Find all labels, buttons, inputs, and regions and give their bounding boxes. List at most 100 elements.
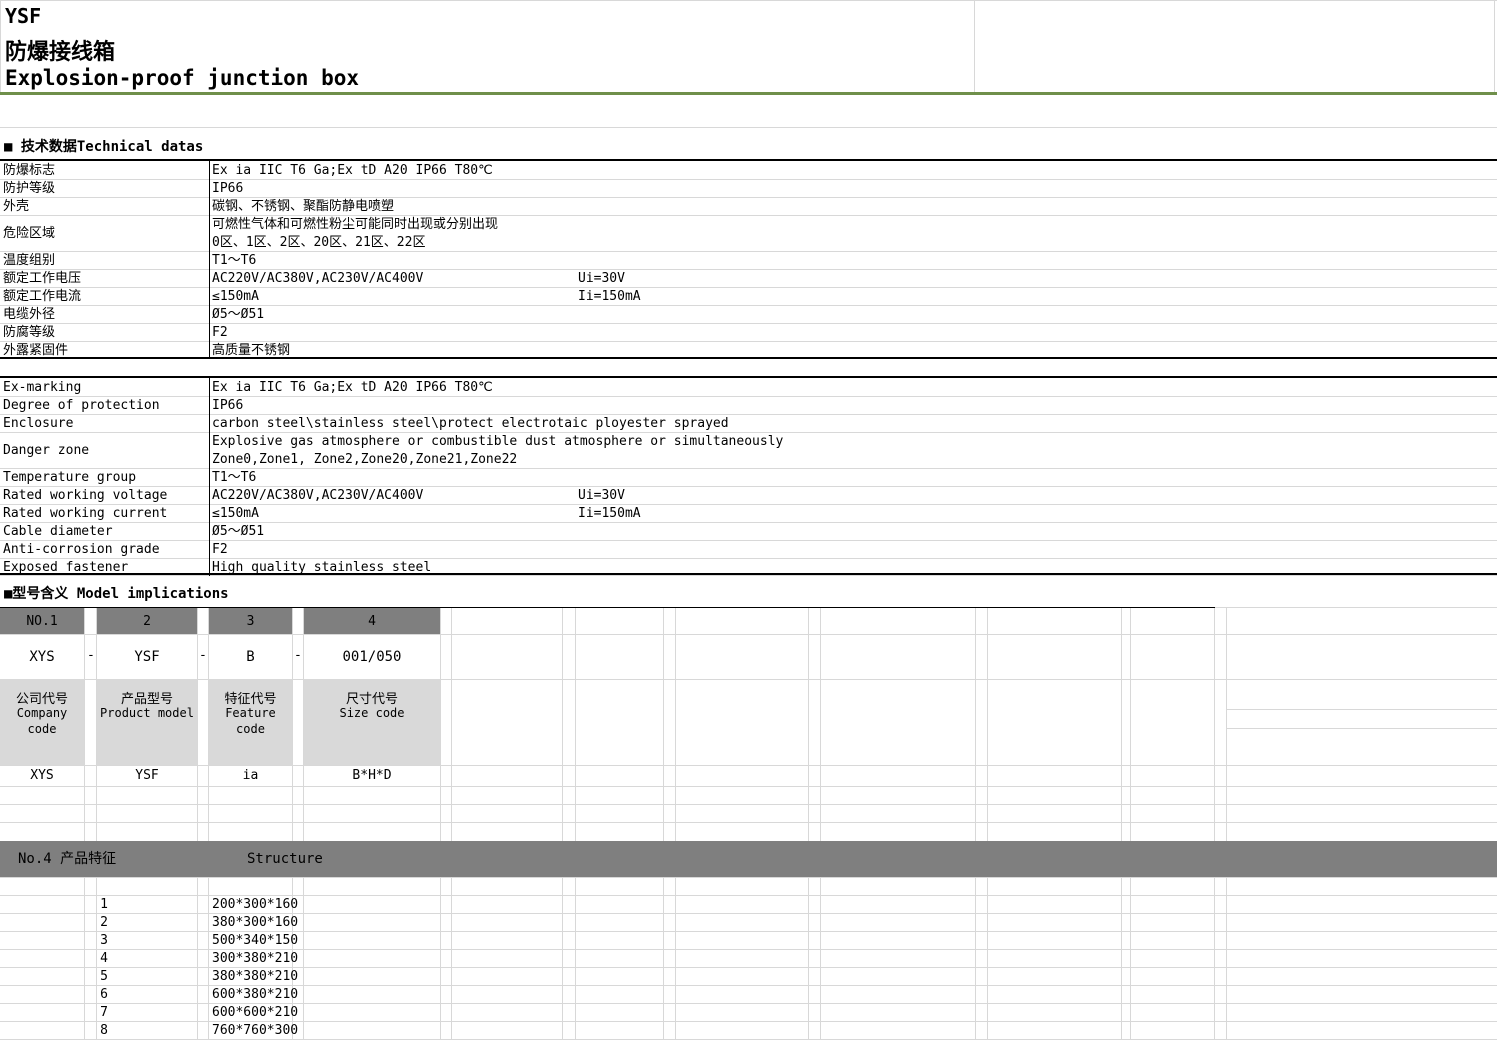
tech_en-label: Anti-corrosion grade [3, 542, 160, 557]
row-divider [0, 931, 1497, 932]
grid-line [292, 607, 293, 841]
model-header-label: NO.1 [26, 614, 58, 629]
grid-line [575, 877, 576, 1039]
tech_cn-label: 防爆标志 [3, 163, 56, 178]
model-separator: - [87, 648, 95, 663]
model-header-cell [209, 608, 292, 634]
tech_en-value: carbon steel\stainless steel\protect ele… [212, 416, 729, 431]
structure-header-right: Structure [247, 851, 323, 867]
model-desc-cn: 尺寸代号 [345, 692, 398, 707]
tech_en-value-extra: Ui=30V [578, 488, 625, 503]
model-example: XYS [30, 768, 54, 783]
structure-row-no: 4 [100, 951, 108, 966]
structure-row-size: 760*760*300 [212, 1023, 299, 1038]
row-divider [0, 287, 1497, 288]
tech_cn-value-line2: 0区、1区、2区、20区、21区、22区 [212, 235, 426, 250]
model-desc-cn: 产品型号 [120, 692, 173, 707]
tech_en-label: Cable diameter [3, 524, 113, 539]
structure-row-size: 600*380*210 [212, 987, 299, 1002]
grid-line [1494, 0, 1495, 92]
structure-row-size: 380*300*160 [212, 915, 299, 930]
structure-row-no: 3 [100, 933, 108, 948]
grid-line [1214, 607, 1215, 841]
grid-line [1226, 877, 1227, 1039]
tech_en-value: High quality stainless steel [212, 560, 432, 575]
tech_cn-value: ≤150mA [212, 289, 259, 304]
grid-line [675, 877, 676, 1039]
model-header-cell [0, 608, 84, 634]
row-divider [0, 251, 1497, 252]
grid-line [974, 0, 975, 92]
structure-row-no: 5 [100, 969, 108, 984]
row-divider [0, 396, 1497, 397]
grid-line [440, 877, 441, 1039]
model-code: XYS [29, 649, 55, 665]
model-desc-cell [304, 679, 440, 765]
grid-line [303, 877, 304, 1039]
tech_en-value: Ex ia IIC T6 Ga;Ex tD A20 IP66 T80℃ [212, 380, 493, 395]
grid-line [820, 607, 821, 841]
model-desc-cell [97, 679, 197, 765]
grid-line [0, 822, 1497, 823]
structure-row-size: 380*380*210 [212, 969, 299, 984]
tech_en-label: Rated working current [3, 506, 168, 521]
model-desc-en: Company code [16, 706, 68, 736]
row-divider [0, 985, 1497, 986]
tech_cn-value: 可燃性气体和可燃性粉尘可能同时出现或分别出现 [212, 217, 499, 232]
tech_cn-value: Ø5～Ø51 [212, 307, 265, 322]
grid-line [0, 786, 1497, 787]
structure-row-no: 8 [100, 1023, 108, 1038]
model-example: ia [242, 768, 259, 783]
model-desc-cn: 公司代号 [15, 692, 68, 707]
row-divider [0, 197, 1497, 198]
tech_cn-label: 外露紧固件 [3, 343, 69, 358]
tech_en-value: ≤150mA [212, 506, 259, 521]
tech_en-label: Temperature group [3, 470, 137, 485]
row-divider [0, 486, 1497, 487]
grid-line [1121, 607, 1122, 841]
grid-line [987, 877, 988, 1039]
tech_en-label: Exposed fastener [3, 560, 129, 575]
tech_cn-label: 外壳 [3, 199, 30, 214]
tech_en-value-extra: Ii=150mA [578, 506, 641, 521]
grid-line [0, 877, 1497, 878]
grid-line [562, 607, 563, 841]
model-desc-cell [209, 679, 292, 765]
structure-row-size: 200*300*160 [212, 897, 299, 912]
structure-row-size: 500*340*150 [212, 933, 299, 948]
row-divider [0, 179, 1497, 180]
grid-line [975, 607, 976, 841]
grid-line [987, 607, 988, 841]
product-title-cn: 防爆接线箱 [5, 40, 116, 65]
tech_cn-value-extra: Ui=30V [578, 271, 625, 286]
tech-section-title: ■ 技术数据Technical datas [4, 139, 204, 155]
tech_cn-value: 高质量不锈钢 [212, 343, 291, 358]
grid-line [96, 877, 97, 1039]
row-divider [0, 215, 1497, 216]
grid-line [208, 607, 209, 841]
grid-line [0, 0, 1, 92]
grid-line [663, 607, 664, 841]
tech_en-value: IP66 [212, 398, 244, 413]
grid-line [562, 877, 563, 1039]
row-divider [0, 1003, 1497, 1004]
model-example: B*H*D [352, 768, 392, 783]
grid-line [451, 877, 452, 1039]
model-example: YSF [135, 768, 159, 783]
grid-line [575, 607, 576, 841]
row-divider [0, 323, 1497, 324]
structure-row-no: 1 [100, 897, 108, 912]
tech_cn-value: T1～T6 [212, 253, 257, 268]
grid-line [0, 0, 1497, 1]
grid-line [675, 607, 676, 841]
tech_en-label: Degree of protection [3, 398, 160, 413]
grid-line [0, 895, 1497, 896]
grid-line [84, 877, 85, 1039]
model-header-cell [304, 608, 440, 634]
model-section-title: ■型号含义 Model implications [4, 586, 229, 602]
row-divider [0, 967, 1497, 968]
table-bottom-rule [0, 357, 1497, 359]
model-separator: - [199, 648, 207, 663]
column-divider [209, 378, 210, 576]
tech_cn-value: F2 [212, 325, 228, 340]
